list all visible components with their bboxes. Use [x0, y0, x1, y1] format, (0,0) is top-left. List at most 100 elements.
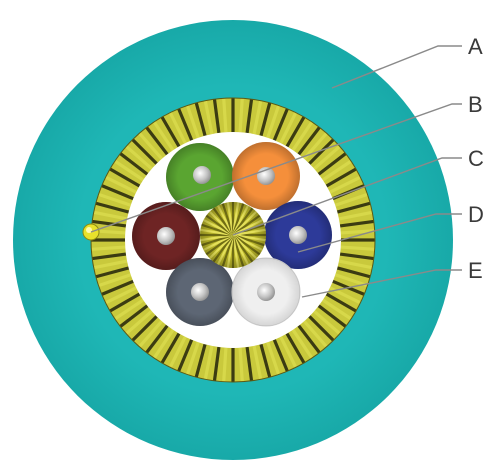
- yarn-strand: [92, 252, 127, 261]
- yarn-strand: [168, 111, 187, 144]
- yarn-strand: [245, 346, 254, 381]
- yarn-strand: [125, 310, 153, 335]
- label-c: C: [468, 146, 484, 171]
- yarn-strand: [138, 132, 163, 160]
- yarn-strand: [266, 105, 281, 139]
- fiber-core: [191, 283, 209, 301]
- yarn-strand: [145, 126, 169, 156]
- yarn-strand: [93, 259, 128, 270]
- yarn-strand: [109, 292, 141, 313]
- yarn-strand: [109, 167, 141, 188]
- leader-line-d: [297, 213, 462, 253]
- yarn-strand: [212, 99, 221, 134]
- yarn-strand: [338, 259, 373, 270]
- yarn-strand: [92, 219, 127, 228]
- leader-line-b: [90, 103, 462, 233]
- yarn-strand: [185, 341, 200, 375]
- yarn-strand: [177, 108, 194, 141]
- leader-line-e: [301, 269, 462, 298]
- label-a: A: [468, 34, 483, 59]
- yarn-strand: [325, 292, 357, 313]
- label-b: B: [468, 92, 483, 117]
- yarn-strand: [138, 320, 163, 348]
- leader-line-c: [232, 157, 462, 236]
- yarn-strand: [252, 100, 263, 135]
- yarn-strand: [259, 343, 272, 378]
- yarn-strand: [152, 121, 175, 152]
- yarn-strand: [98, 192, 132, 207]
- label-d: D: [468, 202, 484, 227]
- yarn-strand: [238, 347, 244, 382]
- yarn-strand: [259, 102, 272, 137]
- yarn-strand: [279, 111, 298, 144]
- yarn-strand: [194, 343, 207, 378]
- fiber-white: [231, 257, 301, 327]
- yarn-strand: [252, 345, 263, 380]
- yarn-strand: [297, 126, 321, 156]
- yarn-strand: [101, 184, 134, 201]
- yarn-strand: [334, 273, 368, 288]
- yarn-strand: [145, 324, 169, 354]
- yarn-strand: [194, 102, 207, 137]
- yarn-strand: [313, 145, 341, 170]
- yarn-strand: [203, 100, 214, 135]
- yarn-strand: [160, 116, 181, 148]
- fiber-core: [193, 166, 211, 184]
- yarn-strand: [222, 347, 228, 382]
- yarn-strand: [339, 252, 374, 261]
- fiber-slate: [166, 258, 234, 326]
- yarn-strand: [104, 286, 137, 305]
- yarn-strand: [339, 219, 374, 228]
- yarn-strand: [168, 336, 187, 369]
- yarn-strand: [321, 298, 352, 321]
- yarn-strand: [95, 201, 130, 214]
- yarn-strand: [291, 121, 314, 152]
- yarn-strand: [119, 304, 149, 328]
- yarn-strand: [285, 332, 306, 364]
- yarn-strand: [212, 346, 221, 381]
- yarn-strand: [308, 138, 335, 165]
- fiber-green: [166, 143, 234, 211]
- yarn-strand: [291, 328, 314, 359]
- yarn-strand: [177, 339, 194, 372]
- yarn-strand: [238, 98, 244, 133]
- yarn-strand: [114, 159, 145, 182]
- yarn-strand: [285, 116, 306, 148]
- yarn-strand: [160, 332, 181, 364]
- yarn-strand: [104, 175, 137, 194]
- yarn-strand: [266, 341, 281, 375]
- yarn-strand: [325, 167, 357, 188]
- yarn-strand: [185, 105, 200, 139]
- yarn-strand: [338, 210, 373, 221]
- yarn-strand: [93, 210, 128, 221]
- yarn-strand: [336, 266, 371, 279]
- yarn-strand: [334, 192, 368, 207]
- yarn-strand: [119, 152, 149, 176]
- yarn-strand: [340, 245, 375, 251]
- yarn-strand: [203, 345, 214, 380]
- yarn-strand: [329, 175, 362, 194]
- yarn-strand: [245, 99, 254, 134]
- yarn-strand: [101, 279, 134, 296]
- yarn-strand: [321, 159, 352, 182]
- yarn-strand: [313, 310, 341, 335]
- yarn-strand: [308, 315, 335, 342]
- yarn-strand: [303, 320, 328, 348]
- yarn-strand: [114, 298, 145, 321]
- label-e: E: [468, 258, 483, 283]
- yarn-strand: [131, 315, 158, 342]
- yarn-strand: [152, 328, 175, 359]
- yarn-strand: [98, 273, 132, 288]
- leader-line-a: [331, 45, 462, 89]
- yarn-strand: [297, 324, 321, 354]
- yarn-strand: [317, 304, 347, 328]
- yarn-strand: [340, 229, 375, 235]
- fiber-orange: [232, 142, 300, 210]
- fiber-core: [257, 283, 275, 301]
- yarn-strand: [222, 98, 228, 133]
- yarn-strand: [125, 145, 153, 170]
- yarn-strand: [317, 152, 347, 176]
- fiber-brown: [132, 202, 200, 270]
- fiber-core: [157, 227, 175, 245]
